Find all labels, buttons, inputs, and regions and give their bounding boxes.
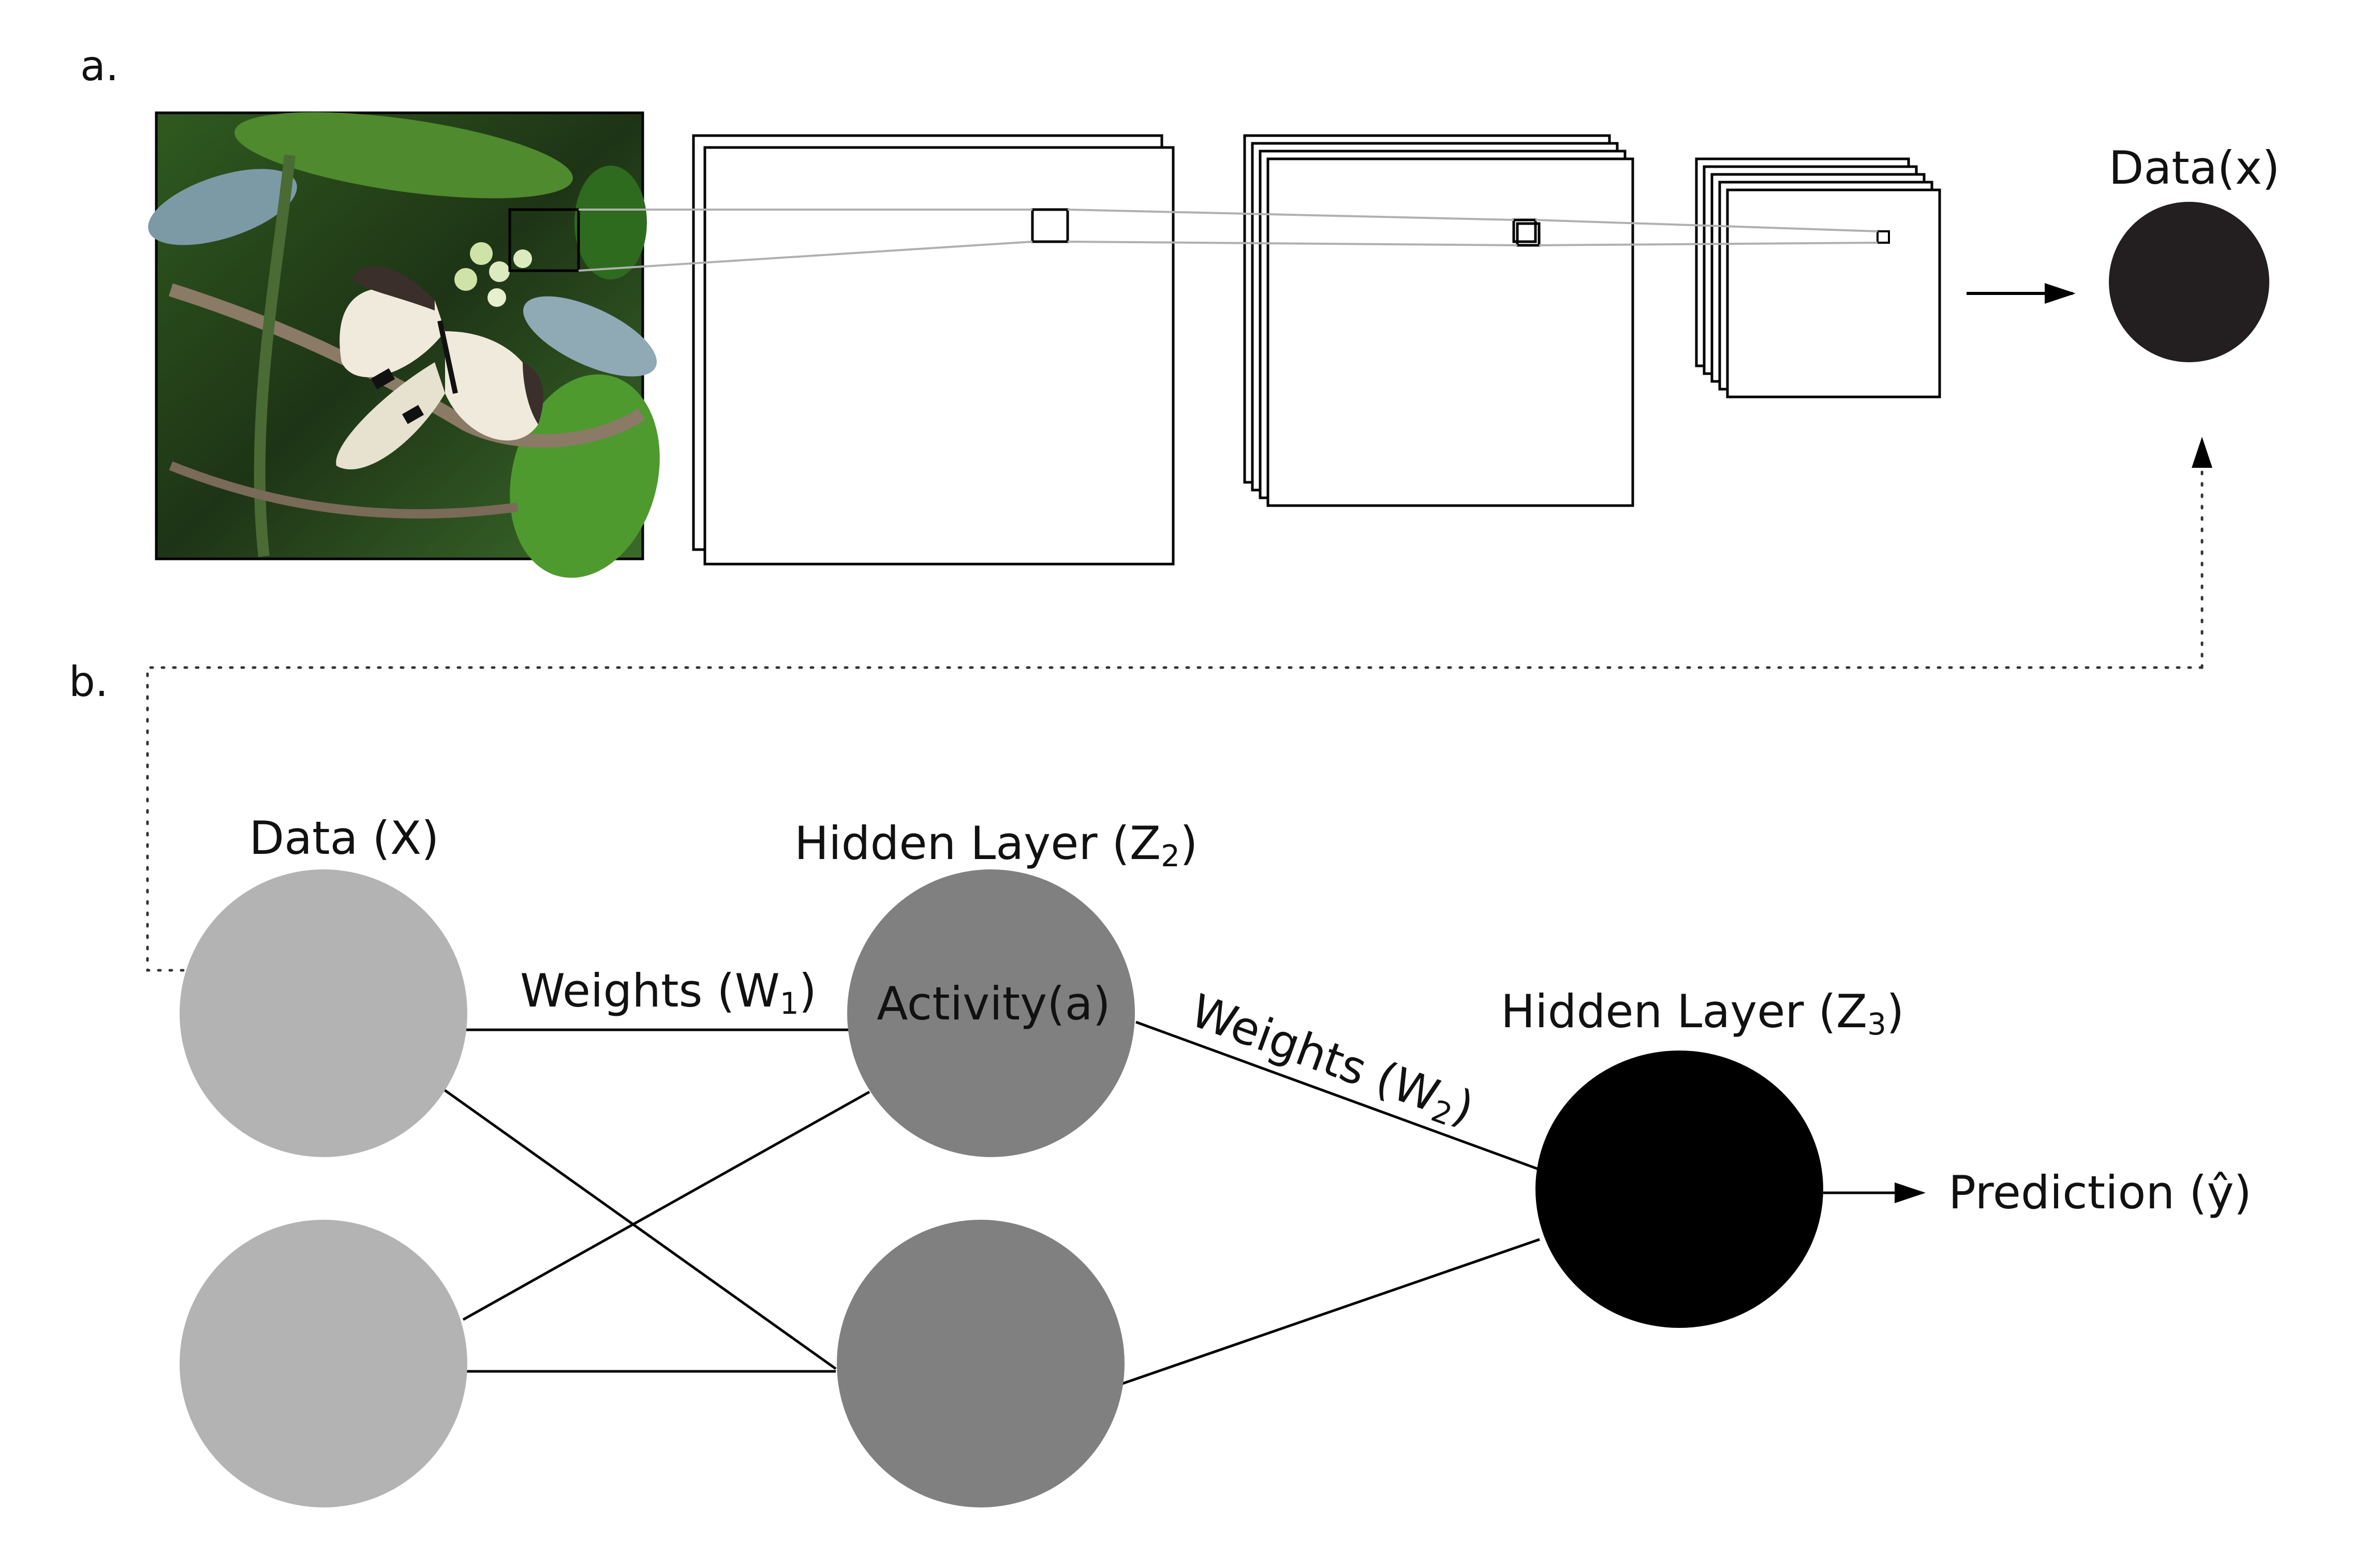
feature-map-stack-1: [692, 134, 1175, 566]
feature-map-stack-2: [1243, 134, 1634, 507]
receptive-field-box-4: [1877, 230, 1890, 244]
hidden-layer-z3-label: Hidden Layer (Z3): [1501, 985, 1904, 1042]
panel-b-label: b.: [69, 658, 108, 706]
output-node: [1535, 1051, 1823, 1328]
receptive-field-links: [578, 209, 1878, 272]
input-node-1: [180, 869, 467, 1157]
receptive-field-box-1: [508, 208, 580, 272]
hidden-layer-z2-label: Hidden Layer (Z2): [794, 817, 1198, 874]
hidden-node-2: [837, 1220, 1125, 1507]
activity-label: Activity(a): [877, 977, 1111, 1030]
receptive-field-box-3b: [1516, 222, 1541, 247]
feature-map-stack-3: [1695, 157, 1941, 398]
input-node-2: [180, 1220, 467, 1507]
weights-w2-label: Weights (W2): [1183, 984, 1481, 1138]
cnn-data-node: [2109, 202, 2269, 362]
receptive-field-box-2: [1031, 208, 1069, 243]
panel-a-label: a.: [80, 42, 119, 90]
input-photo: [148, 111, 660, 578]
data-x-label: Data (X): [249, 811, 439, 865]
network-connections: [439, 1020, 1540, 1386]
hidden-node-1: [847, 869, 1135, 1157]
dotted-link-down: [146, 666, 2204, 981]
prediction-label: Prediction (ŷ): [1948, 1166, 2252, 1219]
cnn-data-label: Data(x): [2109, 141, 2280, 195]
weights-w1-label: Weights (W1): [520, 964, 817, 1021]
receptive-field-box-3: [1512, 218, 1537, 243]
